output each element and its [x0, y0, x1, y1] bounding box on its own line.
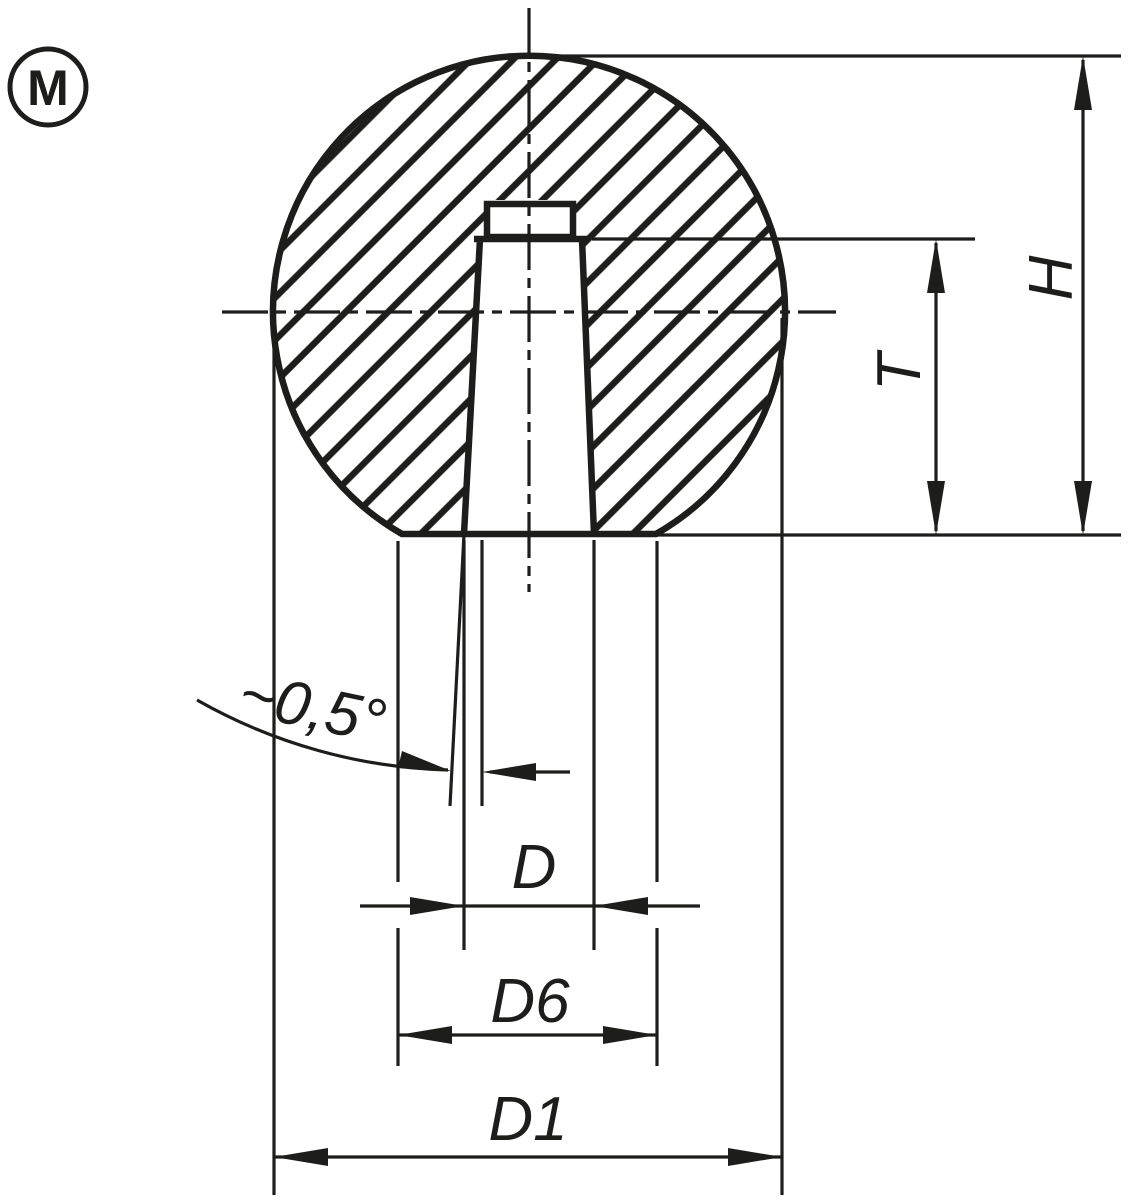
label-D6: D6	[490, 967, 570, 1036]
arrowhead-up	[1074, 56, 1092, 110]
dimension-D1: D1	[272, 318, 784, 1195]
dimension-T: T	[592, 237, 975, 535]
thread-symbol-letter: M	[27, 60, 69, 116]
arrowhead-right	[410, 897, 464, 915]
ball-knob-body	[269, 52, 789, 538]
dimension-H: H	[531, 54, 1121, 537]
arrowhead-down	[1074, 481, 1092, 535]
dimension-D: D	[360, 540, 700, 950]
label-taper-angle: ~0,5°	[233, 659, 391, 757]
arrowhead-down	[927, 481, 945, 535]
label-T: T	[865, 349, 934, 391]
arrowhead-right	[603, 1026, 657, 1044]
dimension-D6: D6	[396, 541, 659, 1066]
taper-angle-annotation: ~0,5°	[196, 533, 570, 807]
bore-wall-right	[578, 238, 598, 535]
arrowhead-left	[274, 1148, 328, 1166]
bore-wall-left	[460, 238, 484, 535]
arrowhead-left	[482, 763, 536, 781]
label-D: D	[512, 833, 557, 902]
thread-symbol-badge: M	[7, 46, 89, 128]
arrowhead-up	[927, 239, 945, 293]
arrowhead-left	[398, 1026, 452, 1044]
taper-extension-line	[448, 533, 466, 807]
arrowhead-right	[728, 1148, 782, 1166]
label-D1: D1	[488, 1085, 567, 1154]
badge-circle	[7, 46, 89, 128]
arrowhead-right	[398, 751, 451, 771]
arrowhead-left	[594, 897, 648, 915]
label-H: H	[1017, 255, 1086, 300]
